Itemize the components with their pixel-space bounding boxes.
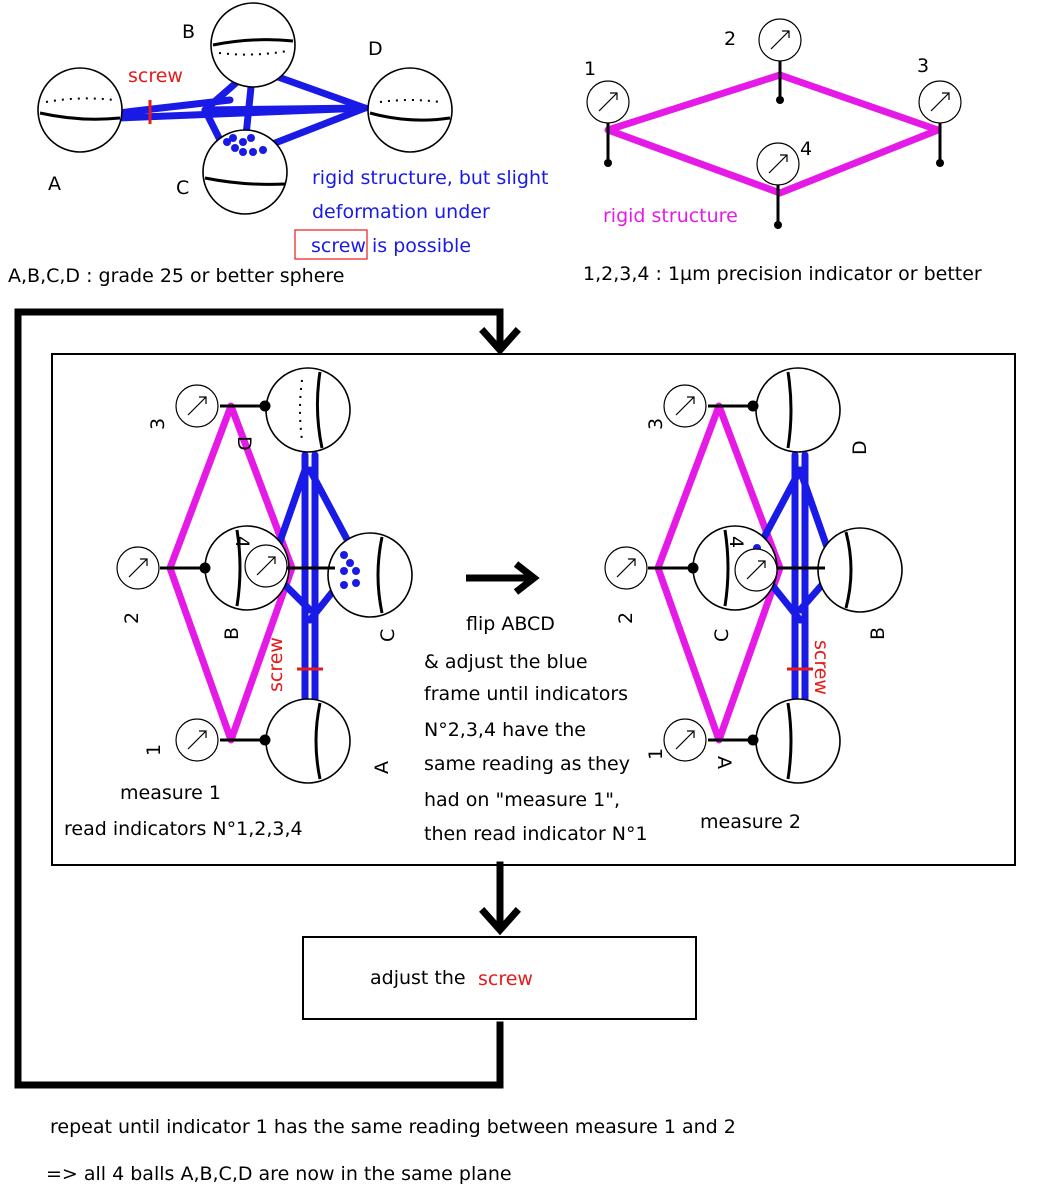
ball-c [202,129,288,215]
repeat-instruction: repeat until indicator 1 has the same re… [50,1116,736,1138]
ball-b [817,527,903,613]
indicators-caption: 1,2,3,4 : 1µm precision indicator or bet… [583,263,982,285]
screw-label: screw [810,640,832,695]
instruction-line-6: then read indicator N°1 [424,823,648,845]
indicator-1 [586,80,630,167]
adjust-label: adjust the [370,967,466,989]
indicator-label-4: 4 [800,138,812,160]
blue-note-screw: screw [311,235,366,257]
measurement-box [51,353,1016,866]
ball-b [204,525,290,611]
label-d: D [368,38,383,60]
indicator-label-1: 1 [143,744,165,756]
label-b: B [182,21,195,43]
indicator-4 [756,142,800,229]
ball-a [755,698,841,784]
measure-1-subtitle: read indicators N°1,2,3,4 [64,818,303,840]
screw-label: screw [265,637,287,692]
indicator-stems [160,400,335,746]
indicator-frame-overview: 1 2 3 4 rigid structure 1,2,3,4 : 1µm pr… [583,18,982,285]
rigid-structure-label: rigid structure [603,205,738,227]
ball-label-d: D [233,436,255,451]
screw-highlight-box [294,229,368,260]
indicator-label-2: 2 [615,612,637,624]
ball-frame-overview: A B C D screw rigid structure, but sligh… [8,2,548,287]
blue-note-line-2: deformation under [312,201,490,223]
ball-d [367,67,453,153]
ball-d [265,367,351,453]
indicator-3-dial [663,384,707,428]
ball-label-c: C [711,629,733,642]
indicator-1-dial [175,718,219,762]
magenta-frame [604,71,942,197]
indicator-2-dial [604,546,648,590]
screw-label: screw [128,65,183,87]
instruction-line-5: had on "measure 1", [424,789,620,811]
label-a: A [48,173,61,195]
indicator-label-2: 2 [724,28,736,50]
indicator-1-dial [663,718,707,762]
indicator-2 [758,18,802,104]
loop-path [14,308,521,1089]
flip-instructions: flip ABCD & adjust the blue frame until … [424,561,648,845]
indicator-3-dial [175,384,219,428]
indicator-2-dial [116,546,160,590]
ball-d [755,367,841,453]
indicator-label-4: 4 [231,536,253,548]
flip-label: flip ABCD [466,613,555,635]
ball-label-c: C [377,629,399,642]
adjust-screw-label: screw [478,968,533,990]
ball-b [210,2,296,88]
indicator-3 [918,80,962,167]
indicator-label-2: 2 [121,612,143,624]
measure-2-title: measure 2 [700,811,801,833]
instruction-line-2: frame until indicators [424,683,628,705]
indicator-label-3: 3 [147,418,169,430]
ball-label-b: B [221,627,243,640]
instruction-line-4: same reading as they [424,753,630,775]
instruction-line-3: N°2,3,4 have the [424,719,586,741]
indicator-4-dial [244,544,288,588]
ball-label-a: A [371,761,393,774]
label-c: C [176,177,189,199]
indicator-stems [648,400,825,746]
measure-1-diagram: 3 2 1 4 D B C A screw measure 1 read ind… [64,367,413,840]
spheres-caption: A,B,C,D : grade 25 or better sphere [8,265,345,287]
indicator-label-1: 1 [584,58,596,80]
blue-note-line-1: rigid structure, but slight [312,167,548,189]
indicator-label-3: 3 [917,55,929,77]
instruction-line-1: & adjust the blue [424,651,588,673]
ball-label-a: A [713,756,735,769]
measure-1-title: measure 1 [120,782,221,804]
ball-label-d: D [849,440,871,455]
indicator-label-1: 1 [645,748,667,760]
blue-note-line-3: is possible [372,235,471,257]
adjust-box [302,936,697,1020]
result-statement: => all 4 balls A,B,C,D are now in the sa… [46,1163,512,1185]
indicator-label-3: 3 [645,418,667,430]
ball-a [265,698,351,784]
indicator-label-4: 4 [725,536,747,548]
ball-a [37,67,123,153]
ball-label-b: B [867,627,889,640]
ball-c [327,532,413,618]
indicator-4-dial [734,548,778,592]
measure-2-diagram: 3 2 1 4 D C B A screw measure 2 [604,367,903,833]
